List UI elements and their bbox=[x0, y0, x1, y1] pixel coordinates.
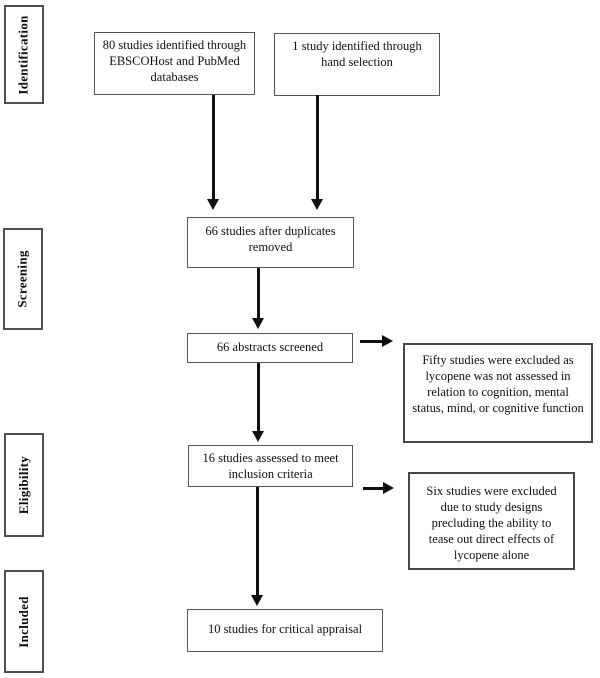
arrow-down-icon bbox=[252, 431, 264, 442]
arrow-right-icon bbox=[382, 335, 393, 347]
arrow-line bbox=[212, 95, 215, 199]
flow-box-critical-appraisal: 10 studies for critical appraisal bbox=[187, 609, 383, 652]
stage-box-identification: Identification bbox=[4, 5, 44, 104]
arrow-line bbox=[363, 487, 383, 490]
arrow-line bbox=[360, 340, 382, 343]
flow-box-excluded-six: Six studies were excluded due to study d… bbox=[408, 472, 575, 570]
flow-box-text-line: tease out direct effects of bbox=[428, 532, 555, 546]
arrow-down-icon bbox=[251, 595, 263, 606]
arrow-right-icon bbox=[383, 482, 394, 494]
arrow-line bbox=[257, 268, 260, 318]
flow-box-abstracts-screened: 66 abstracts screened bbox=[187, 333, 353, 363]
flow-box-database-search: 80 studies identified through EBSCOHost … bbox=[94, 32, 255, 95]
flow-box-text-line: hand selection bbox=[321, 55, 393, 69]
stage-label-screening: Screening bbox=[15, 250, 31, 308]
stage-label-identification: Identification bbox=[16, 14, 31, 95]
flow-box-assessed-inclusion: 16 studies assessed to meet inclusion cr… bbox=[188, 445, 353, 487]
flow-box-text-line: lycopene was not assessed in bbox=[425, 369, 571, 383]
flow-box-hand-selection: 1 study identified through hand selectio… bbox=[274, 33, 440, 96]
arrow-line bbox=[316, 95, 319, 199]
flow-box-text-line: Six studies were excluded bbox=[426, 484, 557, 498]
stage-box-eligibility: Eligibility bbox=[4, 433, 44, 537]
flow-box-text-line: Fifty studies were excluded as bbox=[422, 353, 574, 367]
flow-box-text-line: status, mind, or cognitive function bbox=[412, 401, 584, 415]
flow-box-text-line: lycopene alone bbox=[453, 548, 530, 562]
arrow-down-icon bbox=[252, 318, 264, 329]
flow-box-text-line: 66 abstracts screened bbox=[216, 340, 324, 354]
flow-box-text-line: 80 studies identified through bbox=[102, 38, 247, 52]
flow-box-text-line: databases bbox=[150, 70, 199, 84]
flow-box-text-line: due to study designs bbox=[440, 500, 543, 514]
flow-box-text-line: inclusion criteria bbox=[228, 467, 313, 481]
flow-box-text-line: 1 study identified through bbox=[292, 39, 422, 53]
stage-box-screening: Screening bbox=[3, 228, 43, 330]
arrow-line bbox=[256, 487, 259, 595]
arrow-line bbox=[257, 363, 260, 431]
flow-box-text-line: 16 studies assessed to meet bbox=[202, 451, 339, 465]
stage-label-eligibility: Eligibility bbox=[16, 455, 32, 515]
flow-box-text-line: 66 studies after duplicates bbox=[205, 224, 336, 238]
arrow-down-icon bbox=[207, 199, 219, 210]
stage-label-included: Included bbox=[16, 595, 31, 648]
stage-box-included: Included bbox=[4, 570, 44, 673]
flow-box-text-line: 10 studies for critical appraisal bbox=[207, 622, 363, 636]
flow-box-after-duplicates: 66 studies after duplicates removed bbox=[187, 217, 354, 268]
flow-box-text-line: EBSCOHost and PubMed bbox=[109, 54, 240, 68]
flow-box-text-line: precluding the ability to bbox=[431, 516, 552, 530]
arrow-down-icon bbox=[311, 199, 323, 210]
flow-box-excluded-fifty: Fifty studies were excluded as lycopene … bbox=[403, 343, 593, 443]
flow-box-text-line: relation to cognition, mental bbox=[427, 385, 569, 399]
flow-box-text-line: removed bbox=[248, 240, 293, 254]
